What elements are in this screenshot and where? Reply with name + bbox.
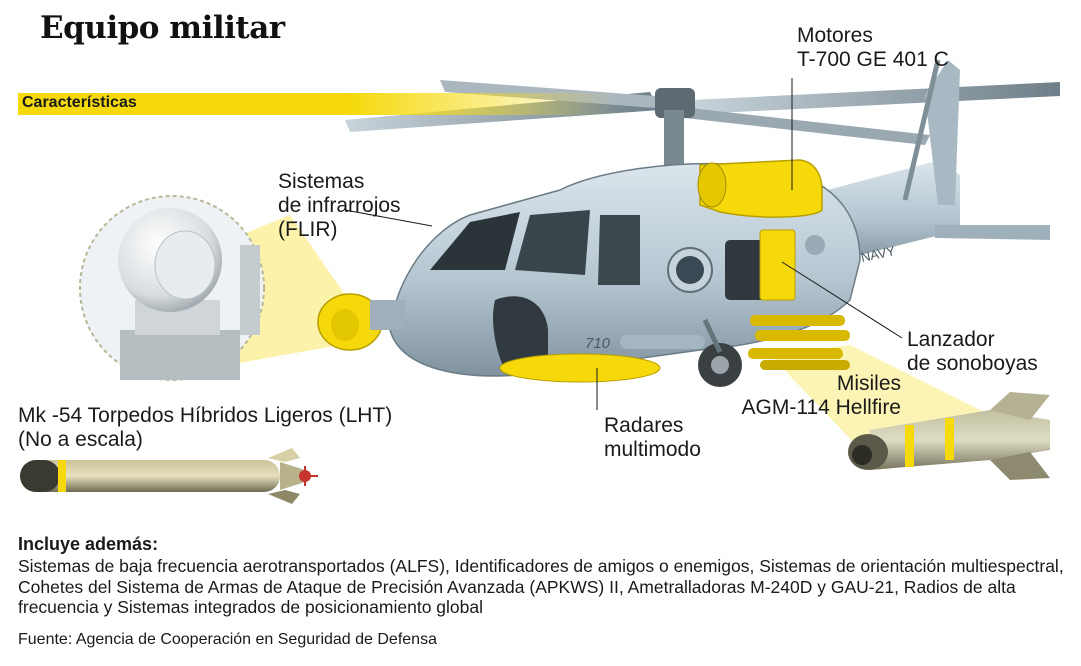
flir-leader <box>344 209 433 227</box>
subtitle: Características <box>22 94 137 111</box>
flir-magnified-view <box>79 195 265 381</box>
hellfire-missile-magnified <box>848 392 1050 480</box>
label-torpedo-line1: Mk -54 Torpedos Híbridos Ligeros (LHT) <box>18 404 393 427</box>
sonobuoy-launcher-highlight <box>759 229 796 301</box>
label-flir-line3: (FLIR) <box>278 218 338 241</box>
label-misiles-line1: Misiles <box>836 372 901 395</box>
label-radares-line2: multimodo <box>604 438 701 461</box>
label-lanzador-line2: de sonoboyas <box>907 352 1038 375</box>
label-flir-line2: de infrarrojos <box>278 194 401 217</box>
label-lanzador: Lanzador de sonoboyas <box>907 328 1038 376</box>
label-flir: Sistemas de infrarrojos (FLIR) <box>278 170 401 242</box>
tail-number: 710 <box>585 335 611 352</box>
label-misiles-line2: AGM-114 Hellfire <box>741 396 902 419</box>
navy-marking: NAVY <box>860 243 897 265</box>
label-torpedo-line2: (No a escala) <box>18 428 143 451</box>
label-motores-line2: T-700 GE 401 C <box>797 48 949 71</box>
page-title: Equipo militar <box>40 10 285 46</box>
footer-body: Sistemas de baja frecuencia aerotranspor… <box>18 556 1064 617</box>
label-misiles: Misiles AGM-114 Hellfire <box>733 372 902 420</box>
label-lanzador-line1: Lanzador <box>907 328 995 351</box>
label-motores-line1: Motores <box>797 24 873 47</box>
label-motores: Motores T-700 GE 401 C <box>797 24 949 72</box>
torpedo-illustration <box>20 448 318 504</box>
label-torpedo: Mk -54 Torpedos Híbridos Ligeros (LHT) (… <box>18 404 392 452</box>
footer-heading: Incluye además: <box>18 534 159 554</box>
source-credit: Fuente: Agencia de Cooperación en Seguri… <box>18 631 437 648</box>
lanzador-leader <box>781 261 903 339</box>
label-radares-line1: Radares <box>604 414 684 437</box>
label-radares: Radares multimodo <box>604 414 701 462</box>
label-flir-line1: Sistemas <box>278 170 365 193</box>
subtitle-highlight-bar <box>18 93 618 115</box>
radar-highlight <box>499 353 661 383</box>
hellfire-missiles-on-helicopter <box>748 315 850 370</box>
